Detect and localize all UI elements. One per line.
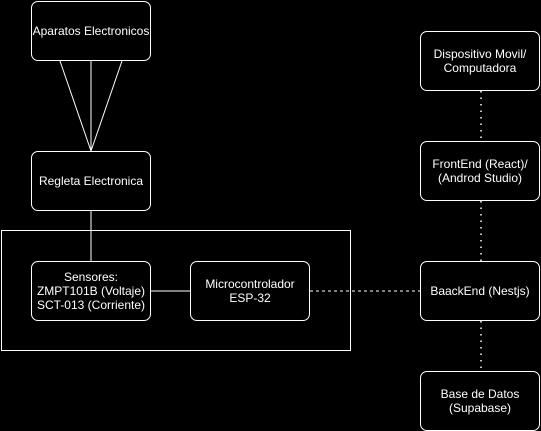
node-backend[interactable]: BaackEnd (Nestjs) bbox=[420, 261, 540, 321]
node-aparatos-electronicos[interactable]: Aparatos Electronicos bbox=[31, 1, 151, 61]
node-label-line-1: Sensores: bbox=[63, 270, 119, 284]
node-label: BaackEnd (Nestjs) bbox=[430, 284, 530, 298]
node-label-line-2: Computadora bbox=[443, 61, 517, 75]
node-label-line-2: ZMPT101B (Voltaje) bbox=[36, 284, 146, 298]
edge-aparatos-regleta-left bbox=[59, 60, 92, 152]
node-label-line-2: (Androd Studio) bbox=[437, 171, 523, 185]
node-sensores[interactable]: Sensores: ZMPT101B (Voltaje) SCT-013 (Co… bbox=[31, 261, 151, 321]
node-label-line-1: Dispositivo Movil/ bbox=[433, 47, 527, 61]
node-dispositivo-movil[interactable]: Dispositivo Movil/ Computadora bbox=[420, 31, 540, 91]
node-label-line-1: Base de Datos bbox=[440, 387, 520, 401]
node-label-line-3: SCT-013 (Corriente) bbox=[36, 298, 146, 312]
node-label-line-1: Microcontrolador bbox=[205, 277, 295, 291]
node-frontend[interactable]: FrontEnd (React)/ (Androd Studio) bbox=[420, 141, 540, 201]
node-label-line-1: FrontEnd (React)/ bbox=[432, 157, 528, 171]
node-label: Regleta Electronica bbox=[38, 174, 144, 188]
node-label-line-2: (Supabase) bbox=[448, 401, 512, 415]
node-microcontrolador[interactable]: Microcontrolador ESP-32 bbox=[190, 261, 310, 321]
node-label-line-2: ESP-32 bbox=[229, 291, 271, 305]
node-regleta-electronica[interactable]: Regleta Electronica bbox=[31, 151, 151, 211]
hardware-group-frame bbox=[1, 230, 351, 351]
edge-aparatos-regleta-right bbox=[90, 60, 123, 152]
node-base-de-datos[interactable]: Base de Datos (Supabase) bbox=[420, 371, 540, 431]
node-label: Aparatos Electronicos bbox=[32, 24, 150, 38]
